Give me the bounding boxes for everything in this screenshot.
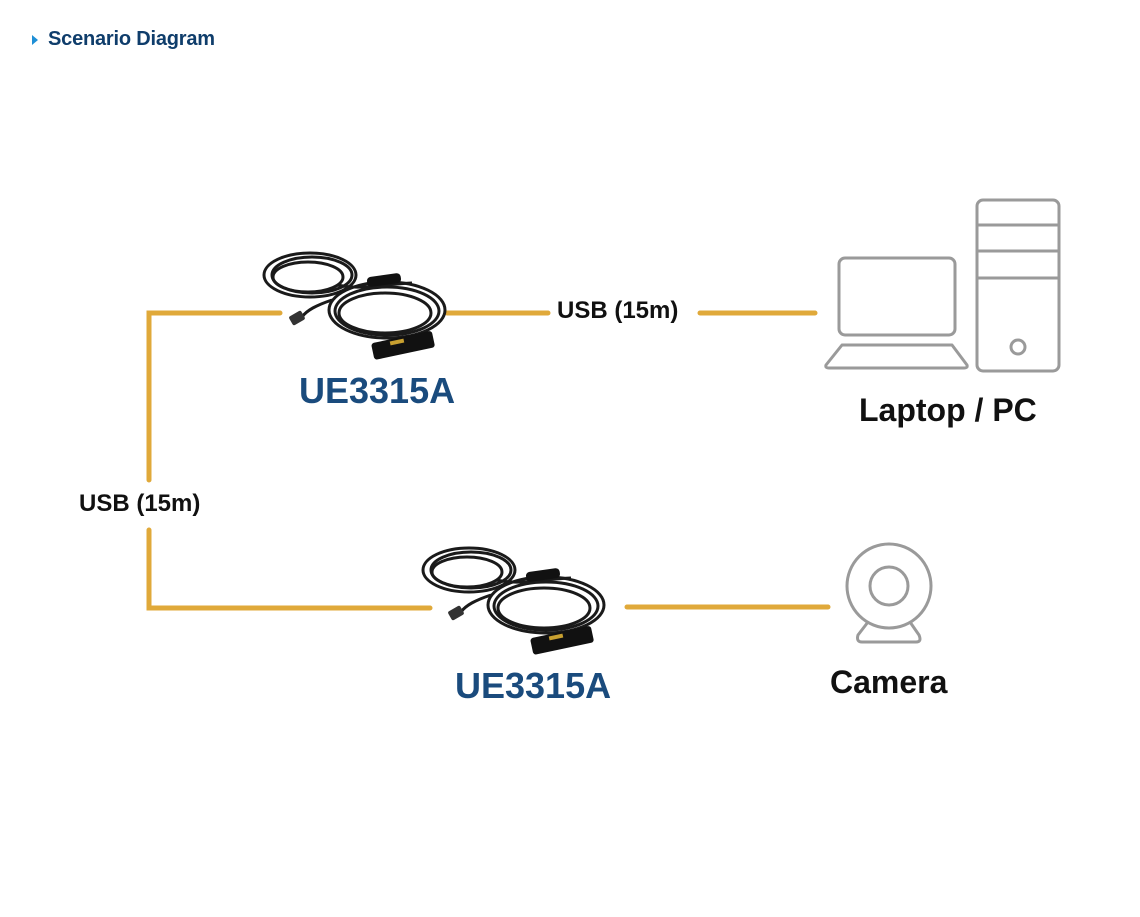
desktop-tower-icon xyxy=(975,198,1061,373)
connection-lines xyxy=(146,310,831,611)
extender-model-label: UE3315A xyxy=(455,665,612,706)
cable-length-label: USB (15m) xyxy=(557,297,679,324)
usb-extender-cable-icon xyxy=(262,251,447,360)
laptop-icon xyxy=(824,256,969,370)
laptop-pc-icon xyxy=(824,198,1061,373)
device-label-laptop-pc: Laptop / PC xyxy=(859,392,1037,428)
cable-line-left-bottom xyxy=(146,527,433,611)
cable-line-top-left xyxy=(146,310,283,483)
triangle-right-icon xyxy=(32,34,38,45)
section-header: Scenario Diagram xyxy=(32,28,215,51)
section-title: Scenario Diagram xyxy=(48,28,215,50)
device-label-camera: Camera xyxy=(830,664,948,700)
cable-length-label: USB (15m) xyxy=(79,490,201,517)
extender-model-label: UE3315A xyxy=(299,370,456,411)
usb-extender-cable-icon xyxy=(421,546,606,655)
webcam-icon xyxy=(845,542,933,644)
